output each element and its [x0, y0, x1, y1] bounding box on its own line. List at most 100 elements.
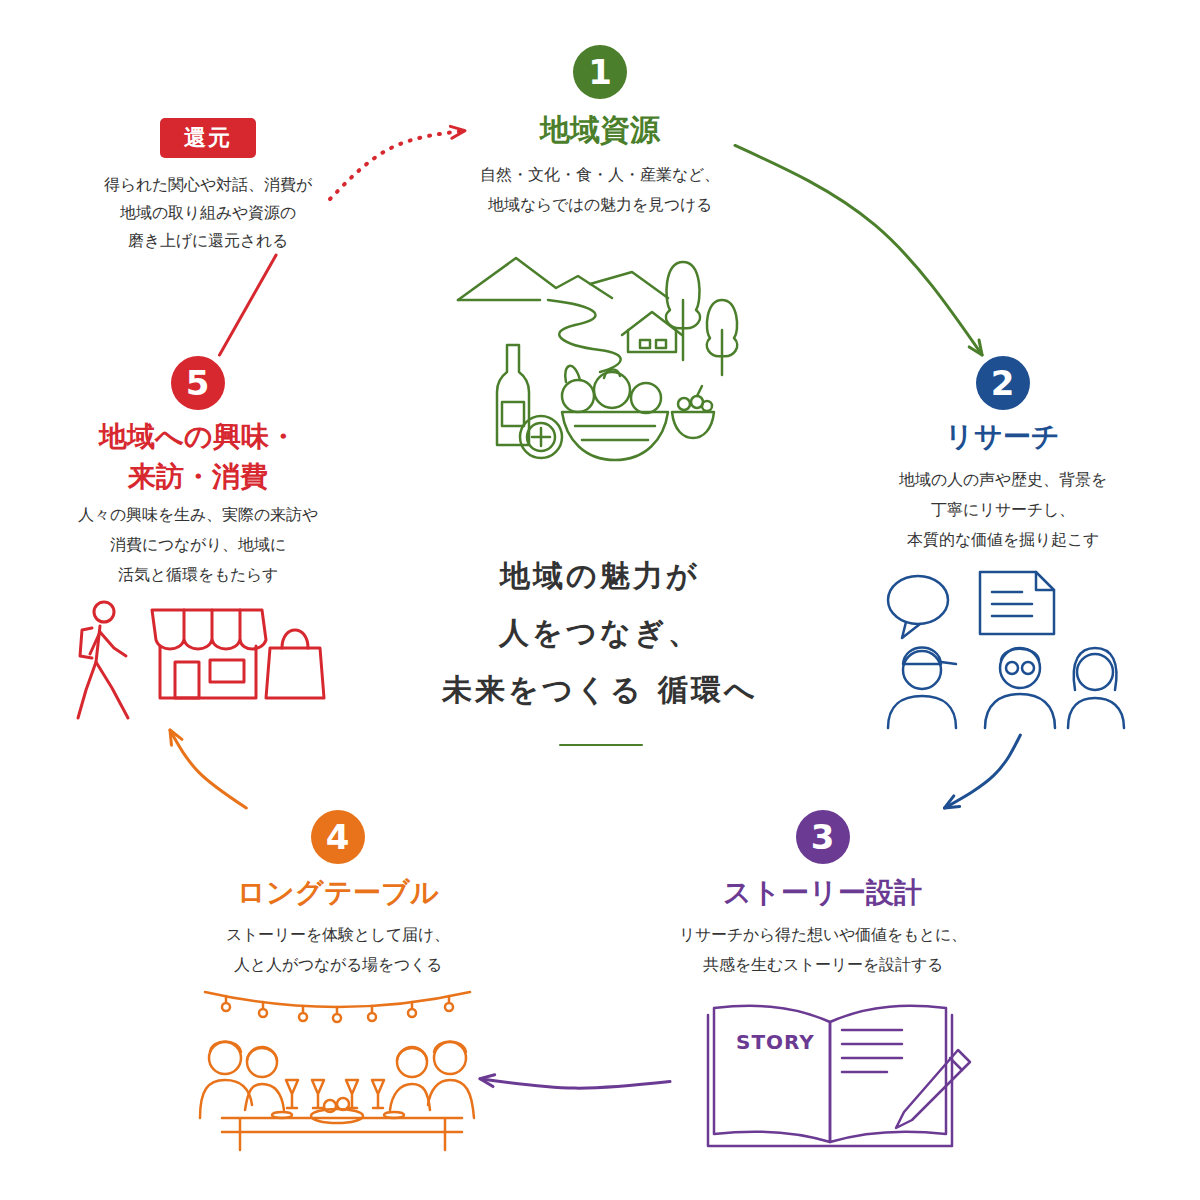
step-number: 4 [311, 810, 365, 864]
visit-illustration-part [94, 602, 114, 622]
landscape-illustration-part [520, 416, 562, 458]
landscape-illustration-part [631, 383, 661, 413]
interview-illustration-part [1036, 572, 1054, 590]
landscape-illustration-part [458, 299, 540, 302]
long-table-illustration-part [368, 1013, 376, 1021]
interview-illustration-part [1001, 649, 1039, 660]
book-illustration-part [896, 1050, 970, 1128]
long-table-illustration-part [384, 1112, 404, 1118]
step-heading: 地域資源 [480, 112, 720, 148]
long-table-illustration-part [312, 1080, 324, 1108]
step-heading: リサーチ [891, 420, 1115, 454]
long-table-illustration-part [333, 1014, 341, 1022]
visit-illustration-part [78, 626, 100, 718]
landscape-illustration-part [721, 330, 724, 375]
landscape-illustration-part [590, 272, 668, 298]
landscape-illustration-part [702, 401, 712, 411]
long-table-illustration-part [428, 1080, 474, 1118]
visit-illustration-part [152, 610, 266, 649]
title-rule-part [560, 744, 642, 746]
long-table-illustration [200, 992, 474, 1150]
step-heading: ロングテーブル [212, 876, 464, 910]
long-table-illustration-part [434, 1042, 466, 1053]
long-table-illustration-part [247, 1047, 277, 1077]
cycle-arrow [480, 1079, 670, 1089]
long-table-illustration-part [259, 1009, 267, 1017]
step-description: 自然・文化・食・人・産業など、 地域ならではの魅力を見つける [472, 160, 728, 220]
landscape-illustration-part [672, 412, 714, 438]
landscape-illustration [458, 258, 737, 460]
cycle-arrow [330, 131, 465, 199]
step-number: 3 [796, 810, 850, 864]
landscape-illustration-part [678, 398, 690, 410]
interview-illustration-part [980, 572, 1054, 634]
title-rule [560, 744, 642, 746]
step-number: 1 [573, 45, 627, 99]
step-node: 3ストーリー設計リサーチから得た想いや価値をもとに、 共感を生むストーリーを設計… [670, 808, 975, 1150]
interview-illustration-part [1006, 662, 1018, 674]
landscape-illustration-part [594, 372, 630, 408]
long-table-illustration-part [337, 1098, 349, 1110]
landscape-illustration-part [575, 426, 655, 440]
long-table-illustration-part [397, 1048, 427, 1060]
diagram-title: 地域の魅力が 人をつなぎ、未来をつくる 循環へ [410, 547, 790, 718]
visit-illustration-part [210, 660, 244, 682]
interview-illustration-part [941, 662, 956, 664]
landscape-illustration-part [548, 300, 621, 372]
visit-illustration-part [100, 632, 126, 656]
landscape-illustration-part [565, 366, 580, 382]
interview-illustration-part [1068, 698, 1124, 728]
long-table-illustration-part [286, 1080, 298, 1108]
long-table-illustration-part [408, 1009, 416, 1017]
long-table-illustration-part [272, 1112, 292, 1118]
landscape-illustration-part [682, 300, 685, 360]
return-node: 還元得られた関心や対話、消費が 地域の取り組みや資源の 磨き上げに還元される [85, 115, 330, 255]
step-number: 2 [976, 356, 1030, 410]
step-description: リサーチから得た想いや価値をもとに、 共感を生むストーリーを設計する [671, 920, 975, 980]
cycle-arrow [220, 255, 277, 355]
step-description: 人々の興味を生み、実際の来訪や 消費につながり、地域に 活気と循環をもたらす [70, 500, 326, 590]
book-illustration-part [842, 1030, 902, 1072]
cycle-arrow [945, 735, 1021, 808]
long-table-illustration-part [324, 1100, 336, 1112]
visit-illustration-part [184, 610, 240, 640]
visit-illustration-part [175, 662, 199, 698]
long-table-illustration-part [245, 1084, 284, 1110]
landscape-illustration-part [640, 340, 650, 348]
step-node: 5 地域への興味・ 来訪・消費人々の興味を生み、実際の来訪や 消費につながり、地域… [60, 355, 335, 730]
book-illustration-part [830, 1006, 946, 1142]
long-table-illustration-part [434, 1042, 466, 1074]
interview-illustration-part [888, 696, 956, 728]
cycle-arrow [170, 730, 246, 808]
landscape-illustration-part [628, 330, 676, 352]
landscape-illustration-part [562, 412, 668, 460]
landscape-illustration-part [532, 428, 550, 446]
visit-illustration-part [90, 632, 100, 654]
story-label: STORY [736, 1030, 815, 1054]
interview-illustration-part [985, 694, 1055, 728]
landscape-illustration-part [502, 402, 524, 426]
long-table-illustration-part [372, 1080, 384, 1108]
section-tag: 還元 [160, 118, 256, 158]
book-illustration [708, 1006, 970, 1146]
visit-illustration-part [160, 646, 256, 698]
interview-illustration-part [1000, 648, 1040, 688]
interview-illustration-part [1074, 648, 1117, 690]
cycle-arrow [735, 145, 982, 355]
book-illustration-part [714, 1006, 830, 1142]
step-node: 4ロングテーブルストーリーを体験として届け、 人と人がつながる場をつくる [195, 808, 480, 1155]
long-table-illustration-part [299, 1013, 307, 1021]
step-heading: 地域への興味・ 来訪・消費 [86, 417, 310, 497]
long-table-illustration-part [247, 1048, 277, 1060]
step-description: 得られた関心や対話、消費が 地域の取り組みや資源の 磨き上げに還元される [96, 171, 320, 255]
long-table-illustration-part [390, 1084, 430, 1110]
interview-illustration-part [1022, 662, 1034, 674]
landscape-illustration-part [604, 369, 620, 378]
landscape-illustration-part [527, 423, 555, 451]
landscape-illustration-part [622, 312, 682, 335]
step-number: 5 [171, 356, 225, 410]
step-description: 地域の人の声や歴史、背景を 丁寧にリサーチし、 本質的な価値を掘り起こす [891, 465, 1115, 555]
visit-illustration-part [96, 662, 128, 718]
visit-illustration [78, 602, 324, 718]
